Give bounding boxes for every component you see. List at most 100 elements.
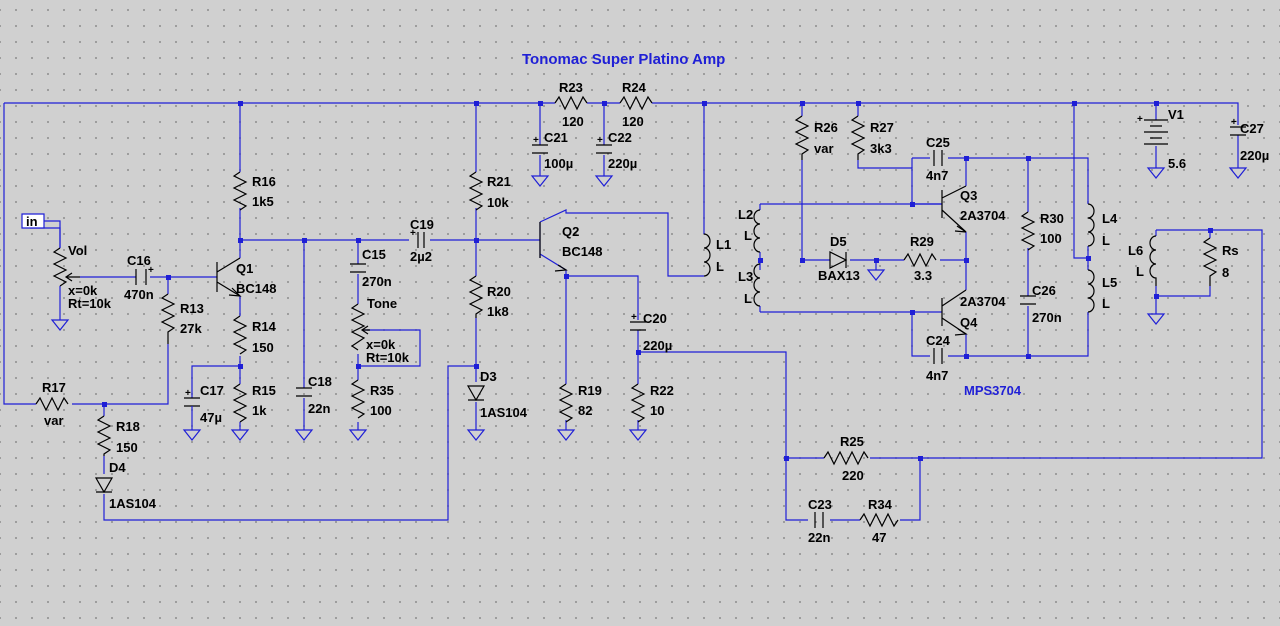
diode-d5: D5 BAX13 (818, 234, 860, 283)
r13-label: R13 (180, 301, 204, 316)
resistor-r23: R23 120 (554, 80, 588, 129)
r19-label: R19 (578, 383, 602, 398)
capacitor-c19: + C19 2µ2 (410, 217, 434, 264)
capacitor-c27: + C27 220µ (1230, 117, 1269, 163)
l3-value: L (744, 291, 752, 306)
capacitor-c26: C26 270n (1020, 283, 1062, 325)
r16-value: 1k5 (252, 194, 274, 209)
r34-label: R34 (868, 497, 893, 512)
resistor-r30: R30 100 (1020, 211, 1064, 251)
resistor-rs: Rs 8 (1202, 237, 1239, 286)
ground-l6 (1146, 313, 1166, 325)
tone-rt-label: Rt=10k (366, 350, 410, 365)
c27-value: 220µ (1240, 148, 1269, 163)
capacitor-c18: C18 22n (296, 374, 332, 416)
resistor-r26: R26 var (794, 115, 838, 160)
transistor-q3: Q3 2A3704 (941, 185, 1006, 233)
ground-v1 (1146, 167, 1166, 179)
v1-label: V1 (1168, 107, 1184, 122)
ground-c27 (1228, 167, 1248, 179)
resistor-r13: R13 27k (160, 293, 204, 344)
resistor-r16: R16 1k5 (232, 171, 276, 211)
vol-rt-label: Rt=10k (68, 296, 112, 311)
r29-label: R29 (910, 234, 934, 249)
r23-label: R23 (559, 80, 583, 95)
q2-value: BC148 (562, 244, 602, 259)
r29-value: 3.3 (914, 268, 932, 283)
vol-x-label: x=0k (68, 283, 98, 298)
d3-label: D3 (480, 369, 497, 384)
r30-label: R30 (1040, 211, 1064, 226)
r13-value: 27k (180, 321, 202, 336)
c26-value: 270n (1032, 310, 1062, 325)
input-port: in (21, 213, 61, 248)
ground-d3 (466, 429, 486, 441)
l1-value: L (716, 259, 724, 274)
c18-value: 22n (308, 401, 330, 416)
ground-r22 (628, 429, 648, 441)
r22-value: 10 (650, 403, 664, 418)
resistor-r34: R34 47 (859, 497, 899, 545)
resistor-r22: R22 10 (630, 383, 674, 423)
r27-value: 3k3 (870, 141, 892, 156)
rs-label: Rs (1222, 243, 1239, 258)
ground-c22 (594, 175, 614, 187)
ground-r19 (556, 429, 576, 441)
r21-value: 10k (487, 195, 509, 210)
ground-c21 (530, 175, 550, 187)
c26-label: C26 (1032, 283, 1056, 298)
svg-text:+: + (1137, 114, 1143, 125)
c15-label: C15 (362, 247, 386, 262)
resistor-r25: R25 220 (823, 434, 869, 483)
capacitor-c17: + C17 47µ (184, 383, 224, 430)
capacitor-c23: C23 22n (808, 497, 832, 545)
r21-label: R21 (487, 174, 511, 189)
capacitor-c24: C24 4n7 (926, 333, 951, 383)
c21-label: C21 (544, 130, 568, 145)
capacitor-c16: + C16 470n (124, 253, 154, 302)
resistor-r27: R27 3k3 (850, 115, 894, 160)
r35-label: R35 (370, 383, 394, 398)
resistor-r14: R14 150 (232, 315, 277, 355)
ground-symbols (50, 167, 1248, 441)
junction-dots (102, 101, 1213, 461)
r34-value: 47 (872, 530, 886, 545)
d5-label: D5 (830, 234, 847, 249)
l1-label: L1 (716, 237, 731, 252)
r26-label: R26 (814, 120, 838, 135)
c24-value: 4n7 (926, 368, 948, 383)
r23-value: 120 (562, 114, 584, 129)
tone-x-label: x=0k (366, 337, 396, 352)
q3-value: 2A3704 (960, 208, 1006, 223)
r14-label: R14 (252, 319, 277, 334)
q4-label: Q4 (960, 315, 978, 330)
l6-value: L (1136, 264, 1144, 279)
svg-text:+: + (185, 388, 191, 399)
resistor-r29: R29 3.3 (903, 234, 937, 283)
input-port-label: in (26, 214, 38, 229)
pot-vol: Vol x=0k Rt=10k (52, 243, 112, 311)
ground-r35 (348, 429, 368, 441)
r27-label: R27 (870, 120, 894, 135)
l5-label: L5 (1102, 275, 1117, 290)
l6-label: L6 (1128, 243, 1143, 258)
c17-value: 47µ (200, 410, 222, 425)
resistor-r17: R17 var (35, 380, 69, 428)
r18-label: R18 (116, 419, 140, 434)
pot-tone: Tone x=0k Rt=10k (350, 296, 410, 365)
resistor-r21: R21 10k (468, 171, 511, 211)
resistor-r35: R35 100 (350, 379, 394, 419)
ground-c18 (294, 429, 314, 441)
battery-v1: + V1 5.6 (1137, 107, 1186, 171)
schematic-title: Tonomac Super Platino Amp (522, 51, 725, 68)
r17-value: var (44, 413, 64, 428)
c15-value: 270n (362, 274, 392, 289)
capacitor-c22: + C22 220µ (596, 130, 637, 171)
v1-value: 5.6 (1168, 156, 1186, 171)
l2-value: L (744, 228, 752, 243)
r22-label: R22 (650, 383, 674, 398)
ground-r15 (230, 429, 250, 441)
c23-label: C23 (808, 497, 832, 512)
c23-value: 22n (808, 530, 830, 545)
